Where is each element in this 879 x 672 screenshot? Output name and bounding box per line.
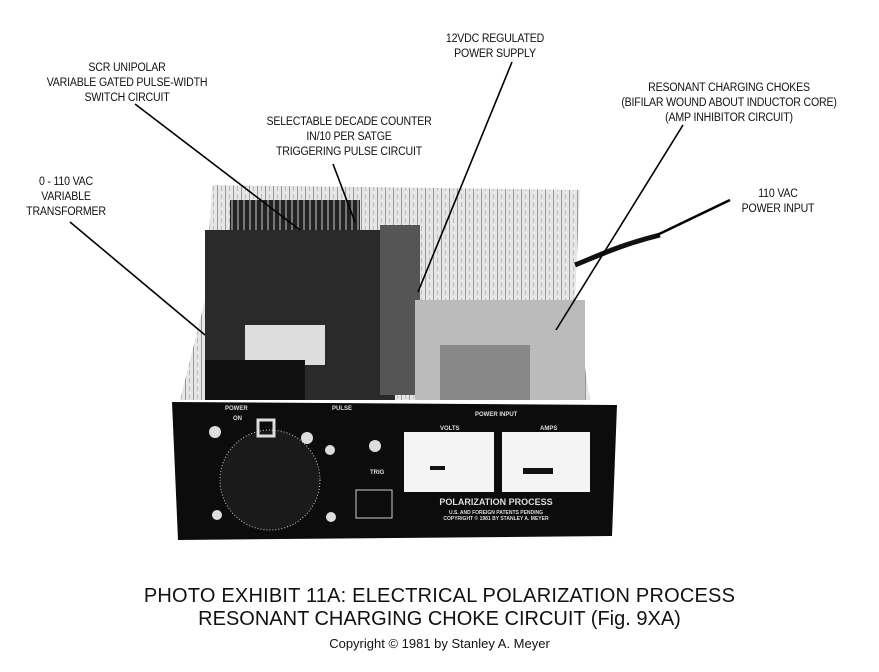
leader-decade-counter [332,163,356,223]
leader-scr-switch [134,103,301,231]
leader-power-supply [417,61,513,293]
callout-line: (AMP INHIBITOR CIRCUIT) [665,112,793,124]
pulse-knob[interactable] [301,432,313,444]
leader-chokes [555,124,684,331]
panel-title: POLARIZATION PROCESS [439,497,552,507]
panel-power-label: POWER [225,406,248,412]
power-switch[interactable] [209,426,221,438]
caption-title: PHOTO EXHIBIT 11A: ELECTRICAL POLARIZATI… [143,585,736,607]
callout-line: TRANSFORMER [26,206,106,218]
front-panel: POWER ON PULSE POWER INPUT VOLTS AMPS TR… [172,402,617,540]
power-on-lamp [256,418,276,438]
callout-line: TRIGGERING PULSE CIRCUIT [275,146,423,158]
callout-line: 110 VAC [758,188,798,200]
caption-copyright: Copyright © 1981 by Stanley A. Meyer [329,636,550,651]
callout-line: SWITCH CIRCUIT [84,92,170,104]
callout-chokes: RESONANT CHARGING CHOKES (BIFILAR WOUND … [621,81,837,126]
callout-decade-counter: SELECTABLE DECADE COUNTER IN/10 PER SATG… [266,115,431,160]
callout-line: RESONANT CHARGING CHOKES [648,82,810,94]
panel-amps-label: AMPS [540,426,557,432]
callout-line: POWER INPUT [741,203,815,215]
chassis [180,185,661,400]
callout-line: SELECTABLE DECADE COUNTER [266,116,432,128]
leader-lines [69,61,731,336]
callout-line: VARIABLE GATED PULSE-WIDTH [46,77,208,89]
variac-dial[interactable] [219,429,321,531]
leader-power-input [654,198,731,238]
trig-knob[interactable] [369,440,381,452]
callout-line: (BIFILAR WOUND ABOUT INDUCTOR CORE) [621,97,837,109]
callout-power-input: 110 VAC POWER INPUT [742,187,815,217]
volts-meter [404,432,494,492]
callout-scr-switch: SCR UNIPOLAR VARIABLE GATED PULSE-WIDTH … [47,61,208,106]
callout-line: 12VDC REGULATED [445,33,545,45]
panel-volts-label: VOLTS [440,426,460,432]
amps-meter [502,432,590,492]
leader-transformer [69,221,206,336]
power-cord [574,232,661,268]
panel-pulse-label: PULSE [332,406,352,412]
callout-line: POWER SUPPLY [454,48,536,60]
callout-transformer: 0 - 110 VAC VARIABLE TRANSFORMER [26,175,106,220]
panel-copyright: COPYRIGHT © 1981 BY STANLEY A. MEYER [443,515,549,522]
caption-subtitle: RESONANT CHARGING CHOKE CIRCUIT (Fig. 9X… [198,608,681,630]
callout-line: SCR UNIPOLAR [88,62,166,74]
panel-power-input-label: POWER INPUT [475,412,518,418]
panel-on-label: ON [233,416,242,422]
callout-line: VARIABLE [41,191,91,203]
panel-patents: U.S. AND FOREIGN PATENTS PENDING [449,510,543,516]
panel-trig-label: TRIG [370,470,385,476]
callout-line: IN/10 PER SATGE [306,131,392,143]
callout-line: 0 - 110 VAC [38,176,94,188]
callout-power-supply: 12VDC REGULATED POWER SUPPLY [446,32,544,62]
